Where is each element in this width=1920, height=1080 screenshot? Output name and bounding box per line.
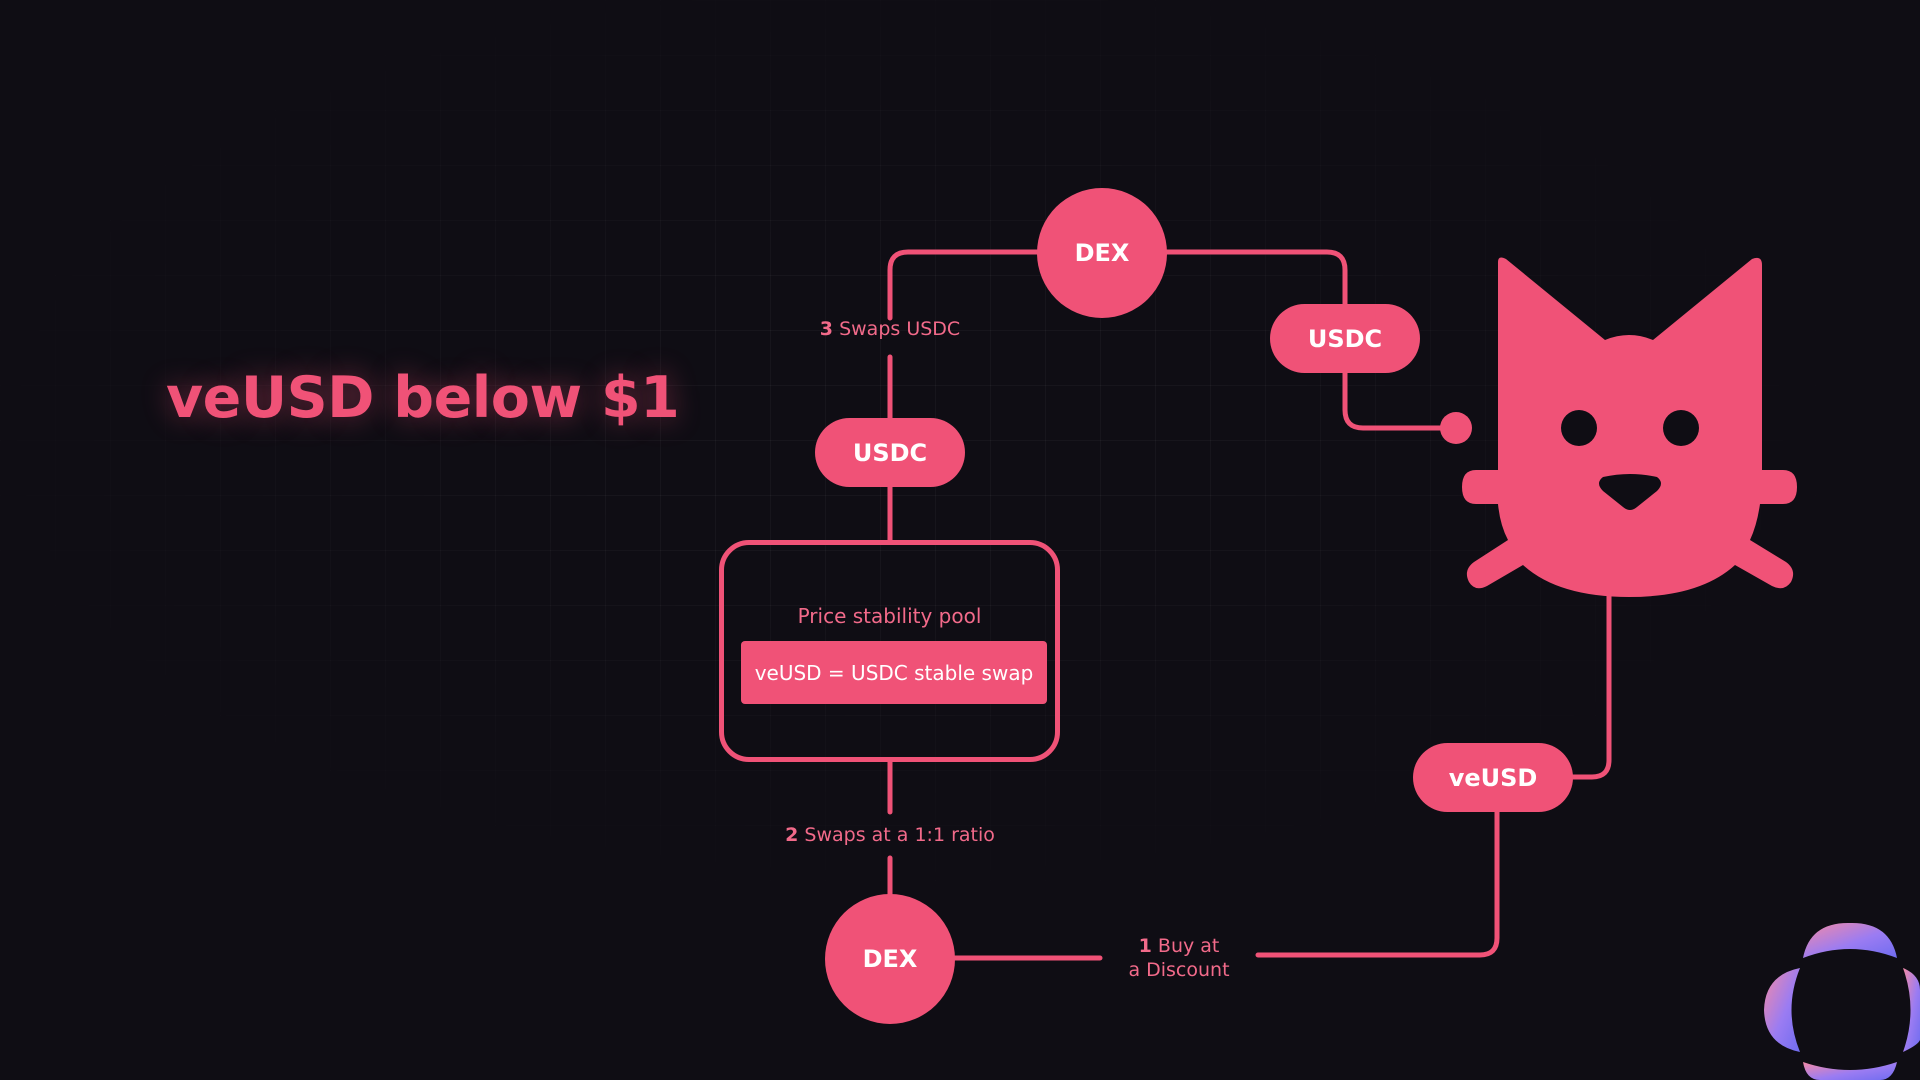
usdc-node-right: USDC xyxy=(1270,304,1420,373)
cat-eye-left xyxy=(1561,410,1597,446)
step3-text: Swaps USDC xyxy=(839,318,961,340)
connector-dex-top-right xyxy=(1162,249,1348,308)
connector-veusd-cat xyxy=(1567,585,1612,780)
step1-number: 1 xyxy=(1138,935,1152,957)
page-title: veUSD below $1 xyxy=(166,365,680,431)
dex-node-top: DEX xyxy=(1037,188,1167,318)
stable-swap-box: veUSD = USDC stable swap xyxy=(741,641,1047,704)
connector-step1-veusd xyxy=(1255,807,1500,958)
usdc-node-left: USDC xyxy=(815,418,965,487)
step2-number: 2 xyxy=(785,824,799,846)
step1-text-line1: Buy at xyxy=(1157,935,1220,957)
step2-label: 2 Swaps at a 1:1 ratio xyxy=(760,824,1020,846)
connector-dex-top-left xyxy=(887,249,1043,321)
step3-number: 3 xyxy=(819,318,834,340)
step2-text: Swaps at a 1:1 ratio xyxy=(804,824,995,846)
brand-logo-icon xyxy=(1764,922,1920,1080)
price-stability-pool: Price stability pool veUSD = USDC stable… xyxy=(719,540,1060,762)
dex-node-bottom: DEX xyxy=(825,894,955,1024)
connector-endpoint-dot xyxy=(1440,412,1472,444)
veusd-node: veUSD xyxy=(1413,743,1573,812)
cat-icon xyxy=(1462,257,1797,597)
step3-label: 3 Swaps USDC xyxy=(790,318,990,340)
connector-usdc-cat xyxy=(1342,369,1458,431)
cat-eye-right xyxy=(1663,410,1699,446)
step1-text-line2: a Discount xyxy=(1128,959,1230,981)
step1-label: 1 Buy at a Discount xyxy=(1100,934,1258,982)
cat-nose xyxy=(1599,474,1661,510)
pool-title: Price stability pool xyxy=(797,604,982,628)
